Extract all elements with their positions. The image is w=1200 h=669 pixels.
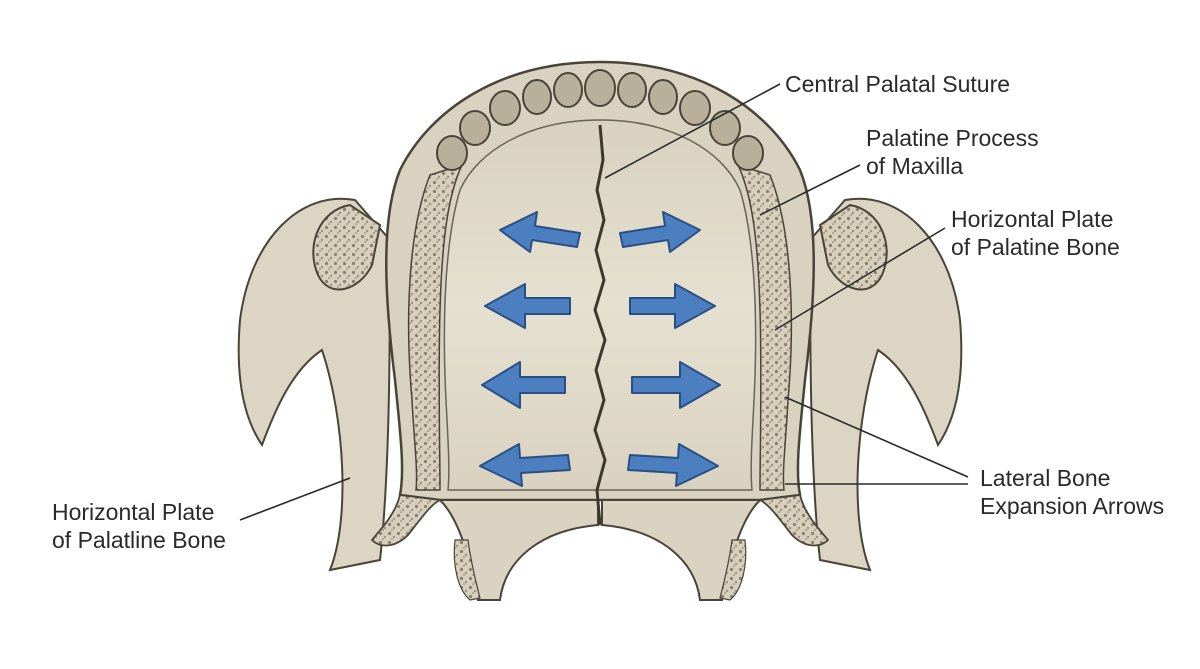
label-line: Palatine Process	[866, 125, 1039, 151]
arrow-right-4	[627, 443, 719, 487]
palatal-vault	[443, 119, 757, 491]
posterior-border-right	[756, 494, 830, 547]
central-suture	[593, 124, 607, 526]
label-line: of Palatline Bone	[52, 527, 226, 553]
posterior-border-left	[370, 494, 444, 547]
posterior-lower-right	[601, 499, 763, 601]
label-lateral-expansion: Lateral Bone Expansion Arrows	[980, 464, 1164, 520]
right-spongy-rim	[736, 163, 793, 491]
expansion-arrows	[479, 211, 721, 487]
leader-palatine-process	[759, 164, 861, 216]
right-lower-spongy	[719, 539, 747, 601]
posterior-lower-left	[437, 499, 599, 601]
label-horizontal-plate-left: Horizontal Plate of Palatline Bone	[52, 498, 226, 554]
label-line: of Palatine Bone	[951, 234, 1120, 260]
arrow-left-1	[499, 211, 581, 253]
leader-central-suture	[604, 83, 781, 179]
label-horizontal-plate-right: Horizontal Plate of Palatine Bone	[951, 205, 1120, 261]
label-palatine-process: Palatine Process of Maxilla	[866, 124, 1039, 180]
right-sinus-bone	[818, 203, 888, 291]
leader-lateral-1	[784, 396, 969, 478]
arrow-left-4	[479, 443, 571, 487]
right-outer-wing	[808, 197, 963, 572]
arrow-right-1	[619, 211, 701, 253]
label-line: Central Palatal Suture	[785, 71, 1011, 97]
label-line: of Maxilla	[866, 153, 964, 179]
leader-horizontal-plate-right	[774, 227, 946, 331]
label-line: Expansion Arrows	[980, 493, 1165, 519]
label-line: Lateral Bone	[980, 465, 1111, 491]
tooth-sockets	[436, 69, 764, 171]
left-spongy-rim	[407, 163, 464, 491]
left-outer-wing	[237, 197, 392, 572]
leader-horizontal-plate-left	[239, 477, 351, 521]
arrow-right-3	[631, 361, 721, 409]
left-sinus-bone	[312, 203, 382, 291]
left-lower-spongy	[453, 539, 481, 601]
leader-lines	[239, 83, 969, 521]
label-line: Horizontal Plate	[951, 206, 1114, 232]
arrow-left-2	[484, 283, 571, 329]
arrow-left-3	[481, 361, 566, 409]
label-central-palatal-suture: Central Palatal Suture	[785, 70, 1010, 98]
label-line: Horizontal Plate	[52, 499, 215, 525]
arrow-right-2	[629, 283, 716, 329]
